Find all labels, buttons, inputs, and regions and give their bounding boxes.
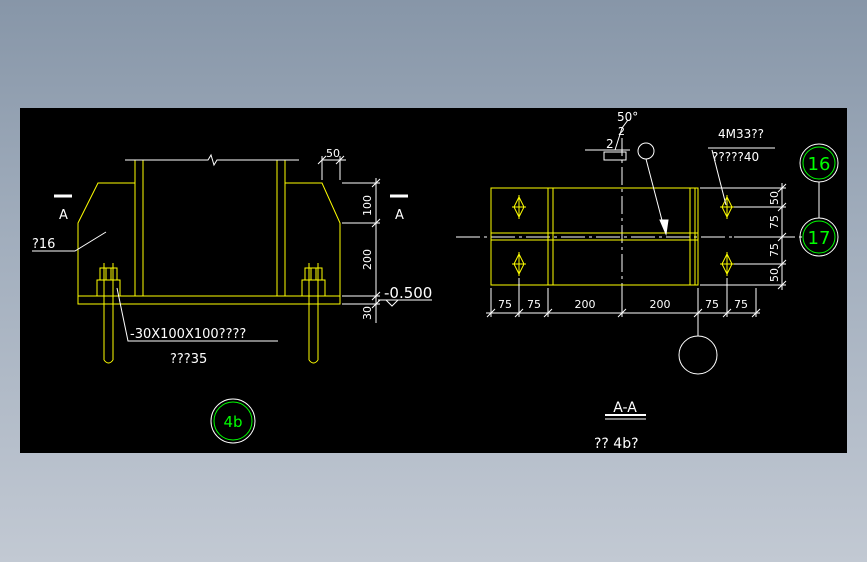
plan-dim-horizontal [486, 278, 761, 318]
cad-viewport[interactable]: ?16 A A -30X100X100???? ???3 [20, 108, 847, 453]
dim-top-label: 50 [326, 147, 340, 160]
weld-number: 2 [606, 137, 614, 151]
angle-label: 50° [617, 110, 638, 124]
svg-text:16: 16 [808, 154, 831, 175]
svg-text:4b: 4b [223, 413, 242, 431]
plan-dim-vertical [700, 183, 787, 290]
section-title: A-A [613, 400, 637, 416]
plate-leader [116, 287, 278, 342]
stiffener-label: ?16 [32, 237, 55, 252]
bolt-hole-br [720, 252, 734, 276]
stiffener-right [285, 182, 341, 296]
bolt-hole-tr [720, 195, 734, 219]
axis-bubble-17: 17 [799, 217, 839, 257]
plan-dim-h-3: 200 [575, 298, 596, 311]
svg-text:17: 17 [808, 228, 831, 249]
level-mark [378, 299, 432, 307]
cad-drawing: ?16 A A -30X100X100???? ???3 [32, 110, 839, 452]
dim-v-30: 30 [361, 306, 374, 320]
dim-v-100: 100 [361, 195, 374, 216]
axis-bubble-16: 16 [799, 143, 839, 183]
anchor-bolt-left [96, 263, 121, 364]
level-label: -0.500 [384, 284, 432, 302]
plate-label: -30X100X100???? [130, 327, 246, 342]
plan-dim-h-4: 200 [650, 298, 671, 311]
detail-caption: ?? 4b? [594, 436, 639, 452]
svg-text:2: 2 [618, 125, 625, 138]
break-line [125, 153, 299, 167]
axis-bubble-bottom [678, 335, 718, 375]
detail-bubble: 4b [210, 398, 256, 444]
plan-plate [490, 187, 699, 286]
bolt-hole-tl [512, 195, 526, 219]
plan-dim-h-6: 75 [734, 298, 748, 311]
elevation-view: ?16 A A -30X100X100???? ???3 [32, 147, 432, 444]
plan-dim-h-1: 75 [498, 298, 512, 311]
anchor-bolt-right [301, 263, 326, 364]
bolt-label: ???35 [170, 352, 207, 367]
dim-top [317, 155, 346, 180]
dim-vertical-chain [342, 178, 381, 323]
base-plate [77, 295, 341, 305]
stiffener-left [77, 182, 135, 296]
plan-dim-v-1: 50 [768, 191, 781, 205]
plan-dim-v-3: 75 [768, 243, 781, 257]
bolt-hole-bl [512, 252, 526, 276]
section-mark-left: A [59, 208, 68, 223]
plan-dim-v-4: 50 [768, 268, 781, 282]
plan-dim-h-5: 75 [705, 298, 719, 311]
plan-dim-h-2: 75 [527, 298, 541, 311]
plan-view: 50° 2 2 4M33?? ?????40 16 17 [456, 110, 839, 452]
dim-v-200: 200 [361, 249, 374, 270]
stiffener-leader [32, 231, 107, 252]
weld-symbol [585, 119, 669, 236]
bolt-spec: 4M33?? [718, 127, 764, 141]
bolt-spec-sub: ?????40 [712, 150, 759, 164]
plan-dim-v-2: 75 [768, 215, 781, 229]
section-mark-right: A [395, 208, 404, 223]
